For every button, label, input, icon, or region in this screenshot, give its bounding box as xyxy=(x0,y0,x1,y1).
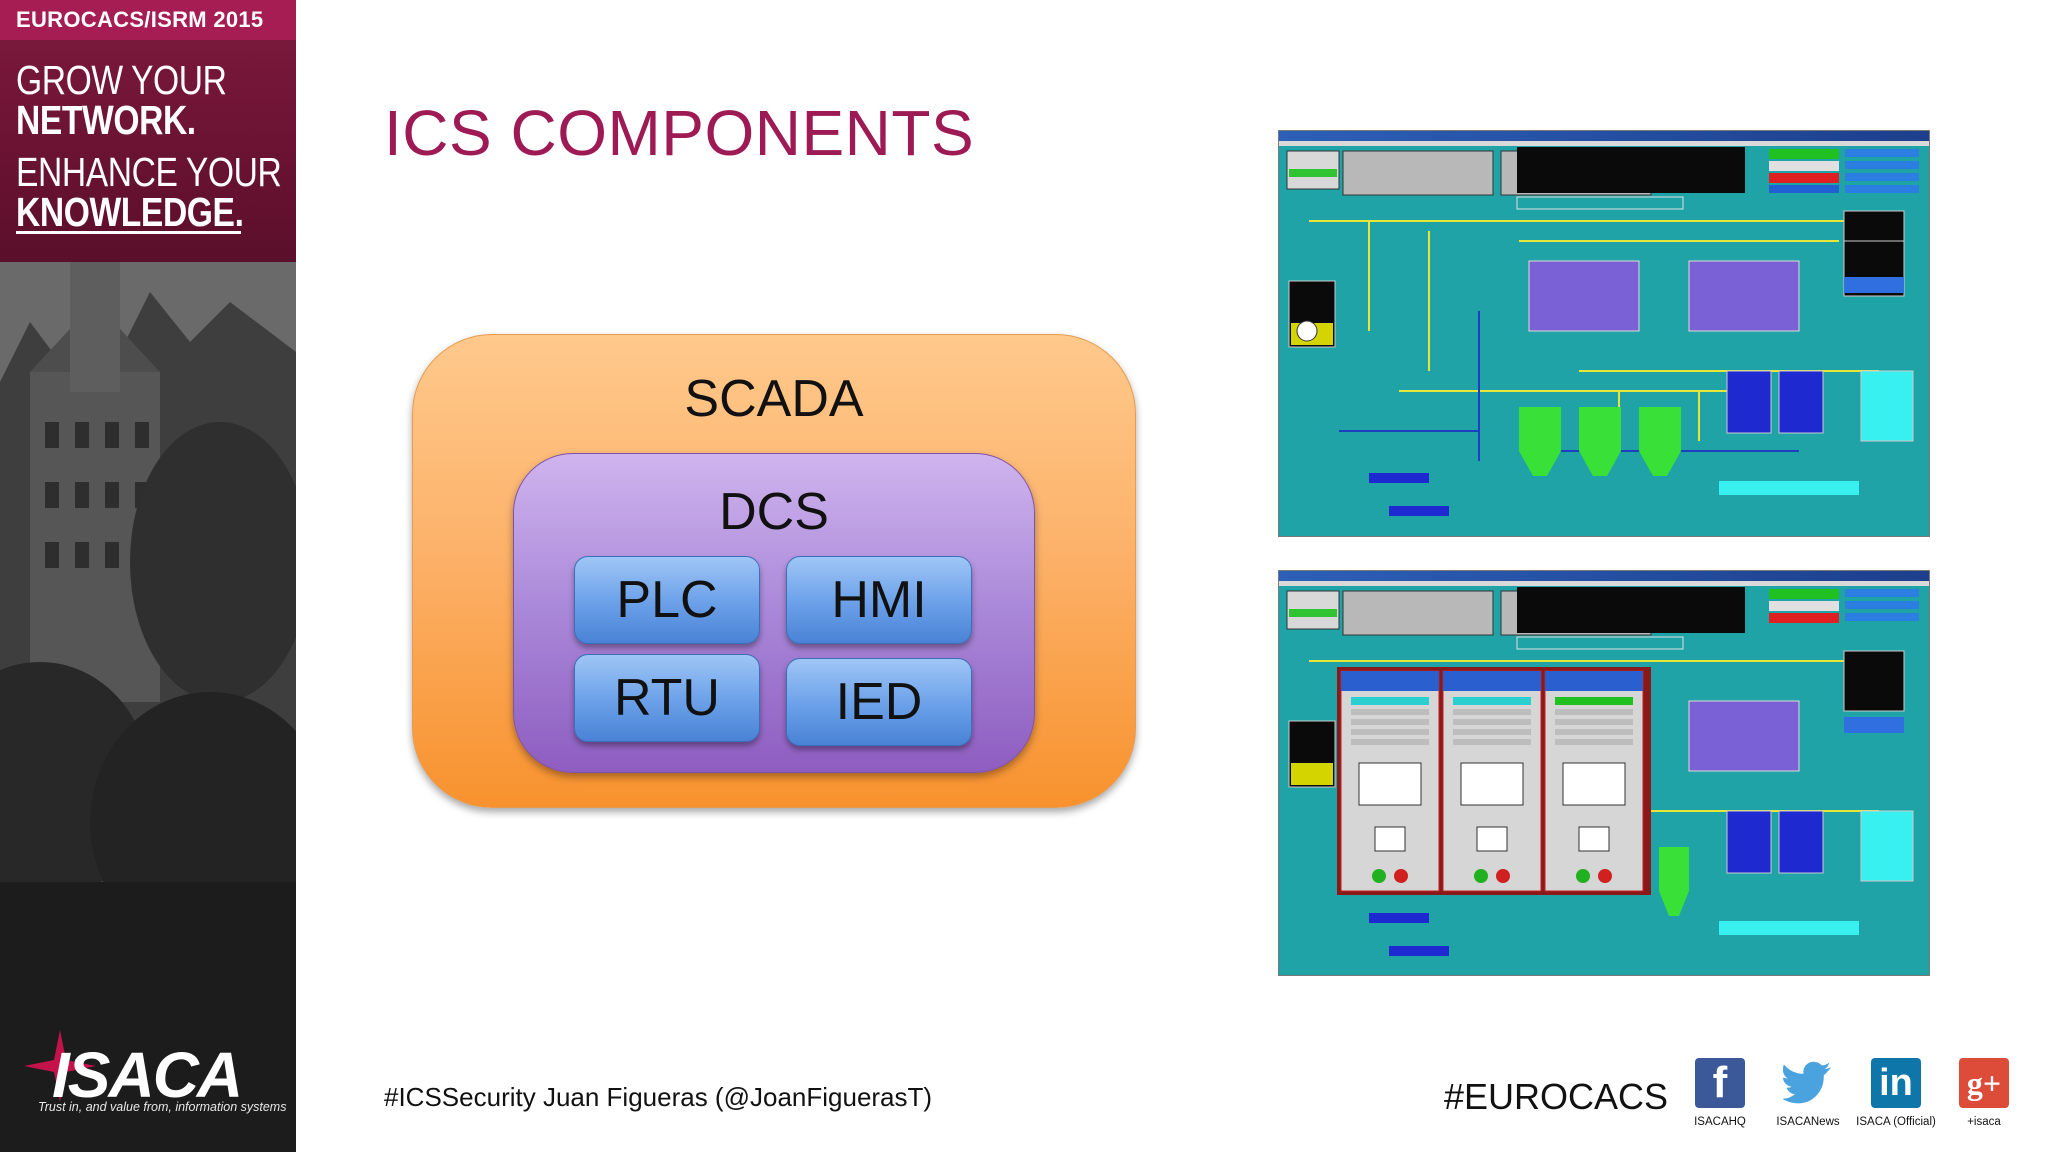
sidebar: EUROCACS/ISRM 2015 GROW YOUR NETWORK. EN… xyxy=(0,0,296,1152)
scada-label: SCADA xyxy=(684,370,864,428)
dcs-label: DCS xyxy=(719,483,829,541)
slogan-line-1: GROW YOUR xyxy=(16,57,227,103)
window-menubar xyxy=(1279,581,1929,586)
event-bar xyxy=(0,0,296,40)
scada-screenshot-bottom xyxy=(1278,570,1930,976)
event-name: EUROCACS/ISRM 2015 xyxy=(16,7,264,32)
twitter-link[interactable]: ISACANews xyxy=(1766,1058,1850,1128)
plant-mimic-diagram xyxy=(1286,147,1919,516)
isaca-star-icon xyxy=(24,1030,96,1102)
twitter-icon xyxy=(1783,1058,1833,1108)
facebook-icon: f xyxy=(1695,1058,1745,1108)
facebook-label: ISACAHQ xyxy=(1694,1116,1746,1128)
ied-box: IED xyxy=(786,658,972,746)
linkedin-link[interactable]: in ISACA (Official) xyxy=(1854,1058,1938,1128)
rtu-box: RTU xyxy=(574,654,760,742)
slogan-line-3: ENHANCE YOUR xyxy=(16,149,282,195)
isaca-logo: ISACA xyxy=(52,1039,243,1111)
isaca-tagline: Trust in, and value from, information sy… xyxy=(38,1100,287,1114)
scada-box: SCADA DCS PLC HMI RTU IED xyxy=(412,334,1136,808)
hmi-box: HMI xyxy=(786,556,972,644)
twitter-label: ISACANews xyxy=(1776,1116,1840,1128)
footer-hashtag: #EUROCACS xyxy=(1444,1076,1669,1117)
slogan-line-2: NETWORK. xyxy=(16,97,196,143)
dcs-box: DCS PLC HMI RTU IED xyxy=(513,453,1035,773)
slogan-underline xyxy=(16,231,241,234)
googleplus-icon: g+ xyxy=(1959,1058,2009,1108)
linkedin-label: ISACA (Official) xyxy=(1856,1116,1936,1128)
googleplus-link[interactable]: g+ +isaca xyxy=(1942,1058,2026,1128)
plc-box: PLC xyxy=(574,556,760,644)
castle-photo xyxy=(0,262,296,1152)
window-titlebar xyxy=(1279,571,1929,581)
linkedin-icon: in xyxy=(1871,1058,1921,1108)
scada-screenshot-top xyxy=(1278,130,1930,537)
plant-mimic-diagram-with-pump-panels xyxy=(1286,587,1919,956)
facebook-link[interactable]: f ISACAHQ xyxy=(1678,1058,1762,1128)
window-titlebar xyxy=(1279,131,1929,141)
window-menubar xyxy=(1279,141,1929,146)
footer-credit: #ICSSecurity Juan Figueras (@JoanFiguera… xyxy=(384,1082,933,1112)
googleplus-label: +isaca xyxy=(1967,1116,2001,1128)
sidebar-header xyxy=(0,0,296,262)
slogan-line-4: KNOWLEDGE. xyxy=(16,189,244,235)
slide-title: ICS COMPONENTS xyxy=(384,97,975,169)
